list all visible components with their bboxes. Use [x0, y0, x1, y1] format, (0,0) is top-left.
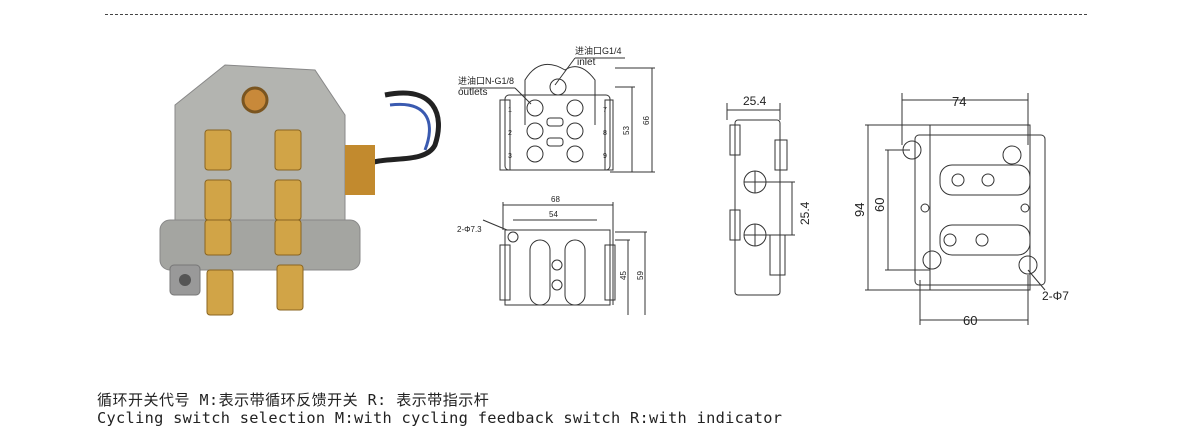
port-8: 8 [603, 130, 607, 137]
hole-spec-7-3: 2-Φ7.3 [457, 225, 482, 234]
port-3: 3 [508, 153, 512, 160]
dim-45: 45 [619, 271, 628, 280]
port-9: 9 [603, 153, 607, 160]
outlet-label-cn: 进油口N-G1/8 [458, 75, 514, 86]
drawing-rear-view: 74 94 60 60 2-Φ7 [852, 93, 1069, 328]
dim-60-width: 60 [963, 313, 977, 328]
dim-68: 68 [551, 195, 560, 204]
dim-53: 53 [622, 126, 631, 135]
dim-66: 66 [642, 116, 651, 125]
product-photo [159, 64, 441, 316]
outlet-label-en: outlets [458, 87, 487, 98]
drawing-side-view: 25.4 25.4 [726, 94, 812, 296]
dim-59: 59 [636, 271, 645, 280]
dim-54: 54 [549, 210, 558, 219]
dim-25-4-width: 25.4 [743, 94, 767, 108]
dim-94: 94 [852, 203, 867, 217]
inlet-label-en: inlet [577, 57, 596, 68]
dim-60-height: 60 [872, 198, 887, 212]
port-1: 1 [508, 107, 512, 114]
caption-english: Cycling switch selection M:with cycling … [97, 409, 783, 427]
dashed-divider [105, 14, 1087, 15]
dim-25-4-pitch: 25.4 [798, 201, 812, 225]
port-2: 2 [508, 130, 512, 137]
inlet-label-cn: 进油口G1/4 [575, 45, 622, 56]
caption-chinese: 循环开关代号 M:表示带循环反馈开关 R: 表示带指示杆 [97, 391, 490, 409]
port-7: 7 [603, 107, 607, 114]
dim-74: 74 [952, 94, 966, 109]
drawing-front-and-base-view: 进油口G1/4 inlet 进油口N-G1/8 outlets 1 2 3 7 … [457, 45, 655, 315]
hole-spec-7: 2-Φ7 [1042, 289, 1069, 303]
